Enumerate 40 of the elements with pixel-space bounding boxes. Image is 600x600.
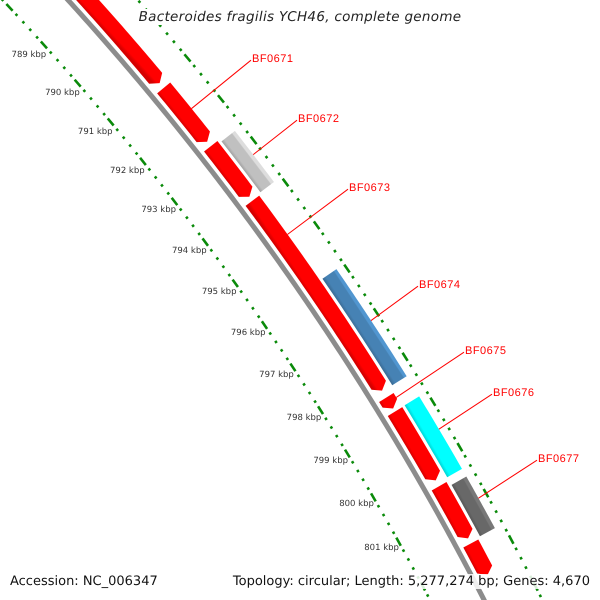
leader-line xyxy=(438,394,492,430)
gene-bar xyxy=(452,476,495,536)
gene-segment xyxy=(246,196,386,391)
gene-segment xyxy=(379,393,398,409)
gene-label: BF0677 xyxy=(538,453,580,465)
genome-info-text: Topology: circular; Length: 5,277,274 bp; Genes: 4,670 xyxy=(232,574,590,589)
gene-label: BF0672 xyxy=(298,113,340,125)
gene-segment xyxy=(388,407,440,480)
leader-line xyxy=(287,188,348,235)
position-label: 798 kbp xyxy=(286,412,322,423)
gene-bar xyxy=(322,269,407,386)
accession-text: Accession: NC_006347 xyxy=(10,574,158,589)
position-label: 796 kbp xyxy=(230,328,266,338)
position-label: 795 kbp xyxy=(202,286,236,297)
position-label: 800 kbp xyxy=(339,499,374,510)
position-label: 791 kbp xyxy=(78,126,113,137)
gene-bar xyxy=(404,396,462,478)
leader-line xyxy=(478,460,538,499)
gene-label: BF0676 xyxy=(493,387,535,399)
position-label: 789 kbp xyxy=(12,50,46,60)
leader-line xyxy=(191,60,252,110)
position-label: 793 kbp xyxy=(141,205,176,216)
leader-line xyxy=(370,286,418,322)
gene-segment xyxy=(204,141,252,197)
leader-line xyxy=(252,120,298,156)
position-label: 792 kbp xyxy=(110,166,145,176)
leader-line xyxy=(396,352,464,398)
gene-segment xyxy=(432,482,473,538)
position-label: 797 kbp xyxy=(259,370,294,380)
gene-segment xyxy=(157,82,210,142)
gene-label: BF0673 xyxy=(349,182,391,194)
gene-label: BF0675 xyxy=(465,345,507,357)
position-label: 790 kbp xyxy=(45,88,80,98)
position-label: 801 kbp xyxy=(364,543,399,554)
gene-bar xyxy=(222,130,274,192)
gene-label: BF0674 xyxy=(419,279,461,291)
position-label: 799 kbp xyxy=(313,456,348,466)
gene-segment xyxy=(463,539,492,576)
gene-label: BF0671 xyxy=(252,53,294,65)
position-label: 794 kbp xyxy=(172,246,207,256)
